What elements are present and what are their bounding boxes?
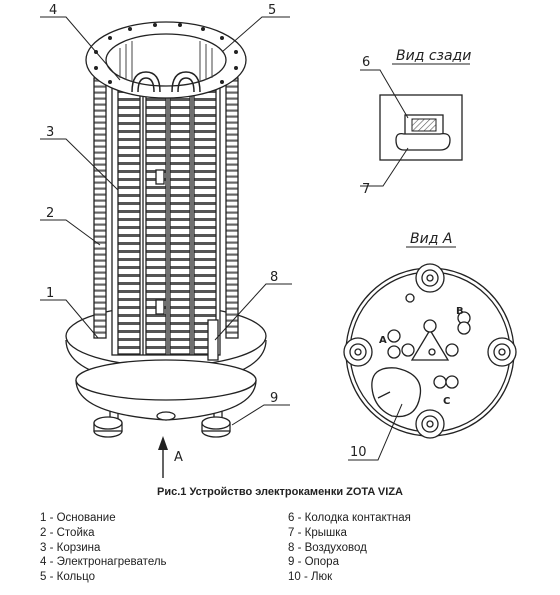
air-duct — [207, 319, 219, 361]
terminal-a-label: A — [379, 335, 387, 346]
terminal-c-label: C — [443, 396, 450, 407]
top-ring — [85, 21, 247, 99]
stove-main-view — [65, 21, 267, 438]
legend-item: 2 - Стойка — [40, 526, 95, 539]
callout-5: 5 — [268, 3, 276, 18]
view-a-title: Вид А — [410, 231, 452, 247]
stove-drawing: А 4 5 3 2 1 8 9 Вид сзади 6 7 Вид А — [40, 3, 517, 478]
terminals — [387, 311, 471, 389]
legend-item: 6 - Колодка контактная — [288, 512, 411, 524]
figure-caption: Рис.1 Устройство электрокаменки ZOTA VIZ… — [157, 486, 403, 498]
outer-frame-right — [225, 77, 239, 339]
legend-item: 4 - Электронагреватель — [40, 556, 167, 569]
legend-item: 7 - Крышка — [288, 526, 347, 539]
callout-1: 1 — [46, 286, 54, 301]
rear-cover — [395, 132, 451, 151]
rear-view-title: Вид сзади — [396, 48, 471, 64]
service-hatch — [371, 367, 422, 418]
legend-left: 1 - Основание 2 - Стойка 3 - Корзина 4 -… — [40, 511, 167, 585]
heating-elements — [131, 71, 201, 93]
legend-item: 10 - Люк — [288, 571, 333, 584]
legend-item: 8 - Воздуховод — [288, 541, 367, 554]
basket — [111, 59, 221, 356]
legend-item: 9 - Опора — [288, 556, 339, 569]
terminal-b-label: B — [456, 306, 464, 317]
callout-3: 3 — [46, 125, 54, 140]
callout-10: 10 — [350, 445, 367, 460]
bottom-view-a: Вид А — [343, 231, 517, 461]
legend-item: 5 - Кольцо — [40, 571, 96, 584]
callout-6: 6 — [362, 55, 370, 70]
legend-item: 3 - Корзина — [40, 541, 101, 554]
rear-view: Вид сзади 6 7 — [360, 48, 471, 197]
feet — [93, 411, 231, 438]
callout-8: 8 — [270, 270, 278, 285]
legend-item: 1 - Основание — [40, 512, 116, 524]
callout-4: 4 — [49, 3, 57, 18]
callout-7: 7 — [362, 182, 370, 197]
outer-frame-left — [93, 77, 107, 339]
callout-9: 9 — [270, 391, 278, 406]
callout-2: 2 — [46, 206, 54, 221]
view-a-feet — [343, 263, 517, 439]
legend-right: 6 - Колодка контактная 7 - Крышка 8 - Во… — [288, 511, 411, 585]
arrow-a-label: А — [174, 450, 183, 465]
view-arrow-a: А — [158, 436, 183, 478]
leaders-main — [40, 16, 292, 426]
